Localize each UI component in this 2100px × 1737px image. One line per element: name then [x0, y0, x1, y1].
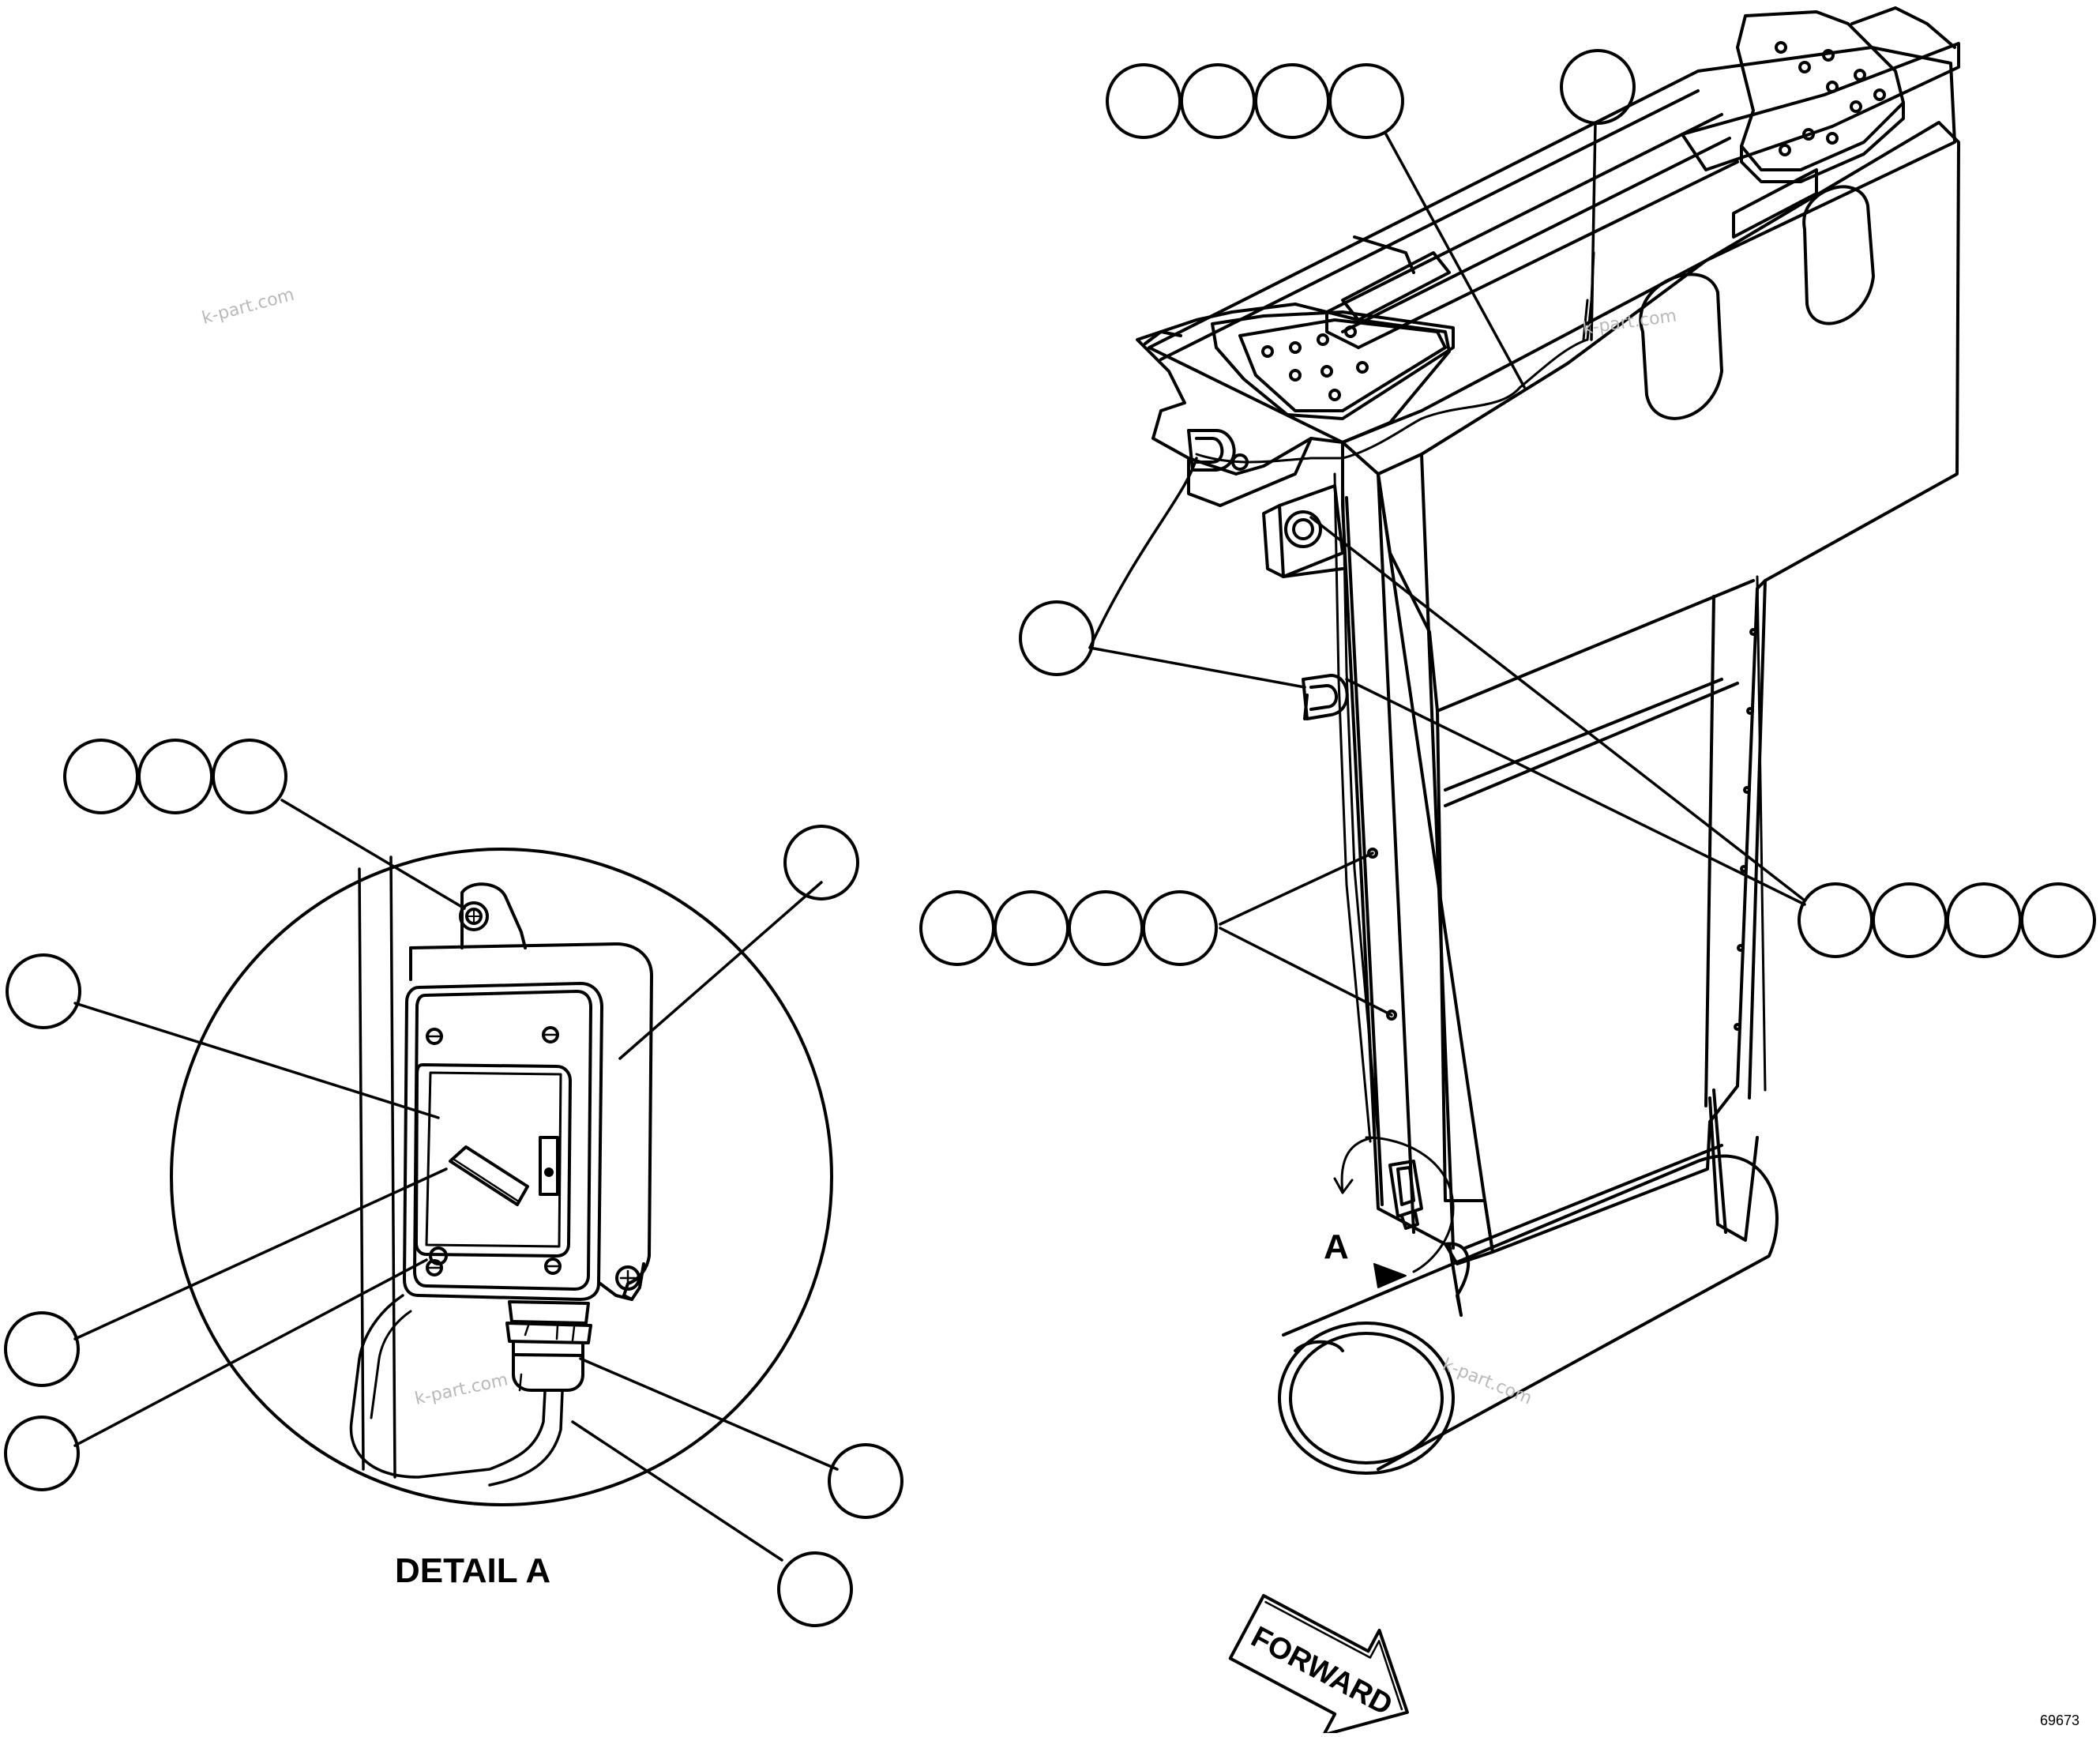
callout-bubble	[63, 739, 139, 814]
rear-plate	[1377, 121, 1960, 1254]
callout-bubble	[1798, 882, 1873, 958]
callout-bubble	[1946, 882, 2022, 958]
leader-lines-main	[1088, 121, 1806, 1017]
detail-a-view: DETAIL A	[4, 739, 903, 1627]
callout-group-detail-top	[63, 739, 287, 814]
callout-bubble-top-right	[1560, 49, 1636, 125]
vertical-post	[1262, 441, 1494, 1265]
wiring-harness	[1195, 251, 1595, 464]
callout-bubble-cover	[6, 953, 81, 1029]
callout-group-left-mid	[919, 890, 1218, 966]
detail-a-marker	[1333, 1136, 1455, 1288]
callout-bubble-p-clamp	[1019, 600, 1095, 676]
p-clamp-upper	[1187, 429, 1249, 472]
callout-bubble	[1068, 890, 1144, 966]
callout-bubble-enclosure	[783, 825, 859, 900]
callout-bubble-fitting	[828, 1443, 903, 1519]
view-marker-a: A	[1324, 1228, 1349, 1266]
callout-bubble	[1872, 882, 1948, 958]
callout-group-right-mid	[1798, 882, 2096, 958]
callout-bubble	[137, 739, 213, 814]
callout-bubble	[1180, 63, 1256, 139]
watermark: k-part.com	[1581, 306, 1677, 339]
callout-bubble	[1328, 63, 1404, 139]
callout-bubble-hole	[4, 1416, 80, 1491]
leader-lines-detail	[73, 799, 839, 1562]
callout-bubble	[1142, 890, 1218, 966]
top-rail	[1148, 46, 1956, 444]
main-assembly: A	[919, 6, 2096, 1475]
top-left-bracket	[1136, 303, 1455, 507]
detail-title: DETAIL A	[395, 1551, 550, 1590]
switch-enclosure	[403, 882, 653, 1301]
p-clamp-lower	[1302, 674, 1349, 720]
forward-arrow: FORWARD	[1228, 1594, 1409, 1737]
top-right-bracket	[1681, 6, 1960, 183]
callout-group-top	[1106, 63, 1404, 139]
callout-bubble	[994, 890, 1069, 966]
figure-number: 69673	[2040, 1713, 2079, 1728]
callout-bubble	[919, 890, 995, 966]
watermark: k-part.com	[413, 1370, 509, 1409]
callout-bubble-conduit	[777, 1551, 853, 1627]
callout-bubble	[2020, 882, 2096, 958]
lower-frame	[1444, 678, 1759, 1317]
conduit-fitting	[349, 1294, 592, 1487]
callout-bubble	[1106, 63, 1181, 139]
callout-bubble-lever	[4, 1311, 80, 1387]
watermark: k-part.com	[200, 285, 296, 329]
detail-circle	[170, 848, 833, 1506]
callout-bubble	[212, 739, 287, 814]
callout-bubble	[1254, 63, 1330, 139]
cross-tube	[1278, 1154, 1779, 1475]
